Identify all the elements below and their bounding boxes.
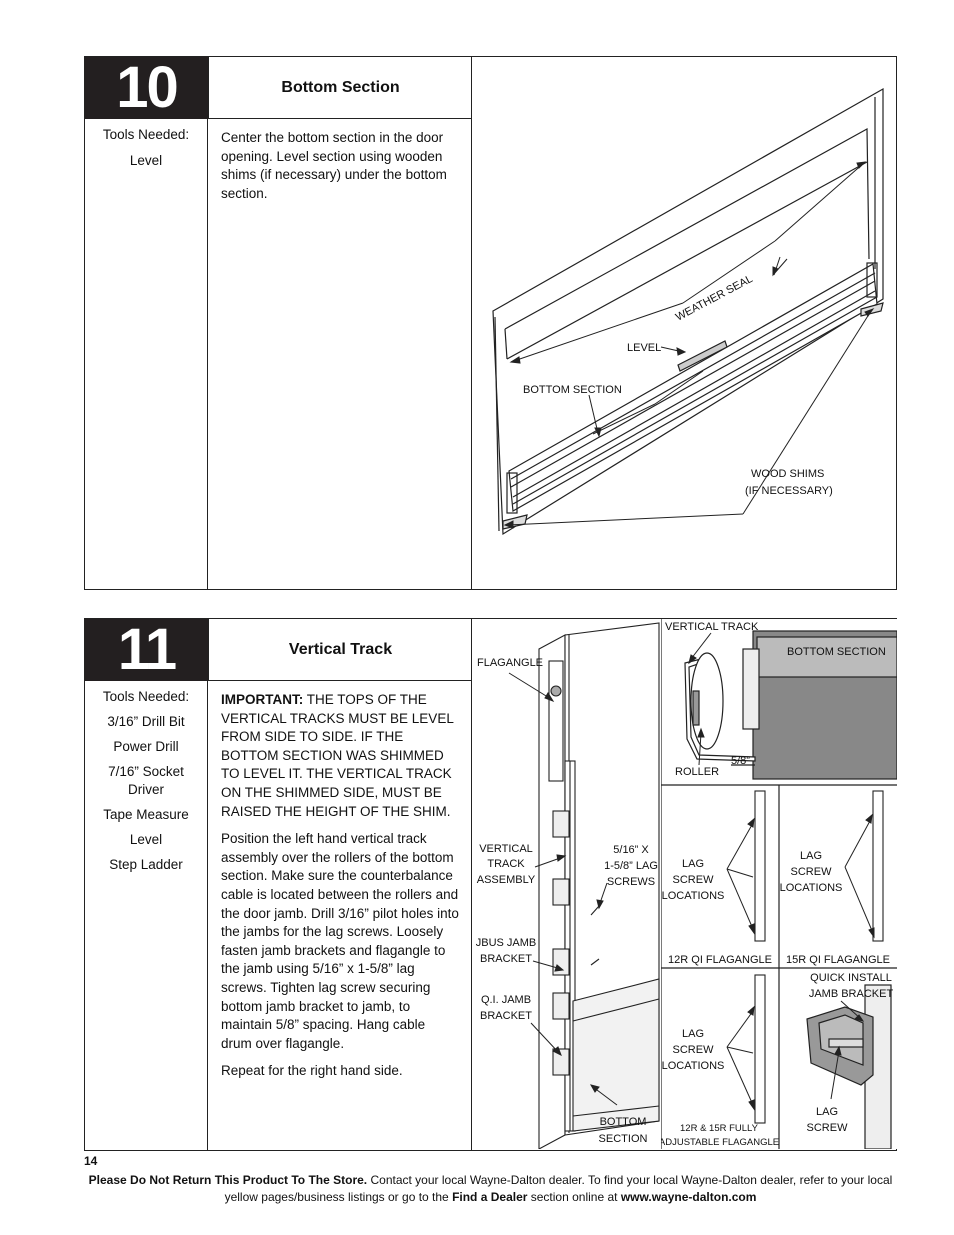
label-vertical-track-1: VERTICAL [479, 843, 533, 855]
tools-list: Tools Needed: Level [85, 119, 207, 170]
important-text: THE TOPS OF THE VERTICAL TRACKS MUST BE … [221, 692, 454, 819]
step-10-panel: 10 Bottom Section Tools Needed: Level Ce… [84, 56, 897, 590]
tool-item: 3/16” Drill Bit [107, 714, 185, 729]
tool-item: Step Ladder [109, 857, 183, 872]
bottom-section-figure: WEATHER SEAL LEVEL BOTTOM SECTION WOOD S… [473, 59, 895, 587]
tools-list: Tools Needed: 3/16” Drill Bit Power Dril… [85, 681, 207, 874]
instruction-paragraph: Position the left hand vertical track as… [221, 831, 459, 1051]
footer-text-2: section online at [527, 1190, 621, 1204]
lag-locations-3c: LOCATIONS [662, 1060, 725, 1072]
tools-heading: Tools Needed: [102, 127, 190, 142]
tool-item: Power Drill [113, 739, 179, 754]
instruction-paragraph: Repeat for the right hand side. [221, 1063, 403, 1079]
flag-12r-label: 12R QI FLAGANGLE [668, 954, 772, 966]
label-bottom-section: BOTTOM SECTION [523, 384, 622, 396]
instructions: IMPORTANT: THE TOPS OF THE VERTICAL TRAC… [221, 691, 459, 1090]
label-lag-screws-3: SCREWS [607, 876, 655, 888]
lag-screw-2: SCREW [807, 1122, 849, 1134]
step-11-panel: 11 Vertical Track Tools Needed: 3/16” Dr… [84, 618, 897, 1151]
label-jbus-1: JBUS JAMB [476, 937, 537, 949]
tool-item: Level [129, 153, 163, 168]
flag-adjustable-2: ADJUSTABLE FLAGANGLE [661, 1137, 779, 1148]
lag-locations-3a: LAG [682, 1028, 704, 1040]
instruction-paragraph: Center the bottom section in the door op… [221, 130, 447, 201]
footer-text-1: Contact your local Wayne-Dalton dealer. … [224, 1173, 893, 1204]
detail-spacing-label: 5/8” [731, 755, 750, 767]
flag-adjustable-1: 12R & 15R FULLY [680, 1123, 759, 1134]
label-level: LEVEL [627, 342, 661, 354]
step-title: Bottom Section [208, 57, 472, 119]
vertical-track-figure: FLAGANGLE VERTICAL TRACK ASSEMBLY 5/16” … [473, 621, 661, 1149]
detail-roller-label: ROLLER [675, 766, 719, 778]
detail-vertical-track-label: VERTICAL TRACK [665, 621, 759, 633]
flag-15r-label: 15R QI FLAGANGLE [786, 954, 890, 966]
tool-item: Tape Measure [103, 807, 189, 822]
lag-locations-1b: SCREW [673, 874, 715, 886]
step-number: 10 [85, 57, 208, 119]
label-if-necessary: (IF NECESSARY) [745, 485, 833, 497]
lag-screw-1: LAG [816, 1106, 838, 1118]
lag-locations-2c: LOCATIONS [780, 882, 843, 894]
footer-notice: Please Do Not Return This Product To The… [84, 1172, 897, 1206]
label-qi-1: Q.I. JAMB [481, 994, 531, 1006]
important-label: IMPORTANT: [221, 692, 304, 707]
important-note: IMPORTANT: THE TOPS OF THE VERTICAL TRAC… [221, 691, 459, 821]
website-link: www.wayne-dalton.com [620, 1190, 757, 1204]
label-flagangle: FLAGANGLE [477, 657, 543, 669]
detail-bottom-section-label: BOTTOM SECTION [787, 646, 886, 658]
footer-bold-1: Please Do Not Return This Product To The… [88, 1173, 368, 1187]
lag-locations-1a: LAG [682, 858, 704, 870]
label-vertical-track-2: TRACK [487, 858, 525, 870]
lag-locations-1c: LOCATIONS [662, 890, 725, 902]
step-title: Vertical Track [208, 619, 472, 681]
label-lag-screws-1: 5/16” X [613, 844, 649, 856]
label-lag-screws-2: 1-5/8” LAG [604, 860, 658, 872]
label-jbus-2: BRACKET [480, 953, 532, 965]
quick-install-2: JAMB BRACKET [809, 988, 894, 1000]
lag-locations-2a: LAG [800, 850, 822, 862]
lag-locations-2b: SCREW [791, 866, 833, 878]
instructions: Center the bottom section in the door op… [221, 129, 459, 212]
label-vertical-track-3: ASSEMBLY [477, 874, 536, 886]
find-dealer-link: Find a Dealer [452, 1190, 528, 1204]
tool-item: 7/16” Socket Driver [108, 764, 184, 797]
label-wood-shims: WOOD SHIMS [751, 468, 824, 480]
lag-locations-3b: SCREW [673, 1044, 715, 1056]
step-number: 11 [85, 619, 208, 681]
label-bottom-1: BOTTOM [600, 1116, 647, 1128]
page-number: 14 [84, 1154, 98, 1168]
quick-install-1: QUICK INSTALL [810, 972, 892, 984]
detail-figures: VERTICAL TRACK BOTTOM SECTION ROLLER 5/8… [661, 619, 897, 1149]
tools-heading: Tools Needed: [102, 689, 190, 704]
label-qi-2: BRACKET [480, 1010, 532, 1022]
tool-item: Level [129, 832, 163, 847]
label-bottom-2: SECTION [599, 1133, 648, 1145]
